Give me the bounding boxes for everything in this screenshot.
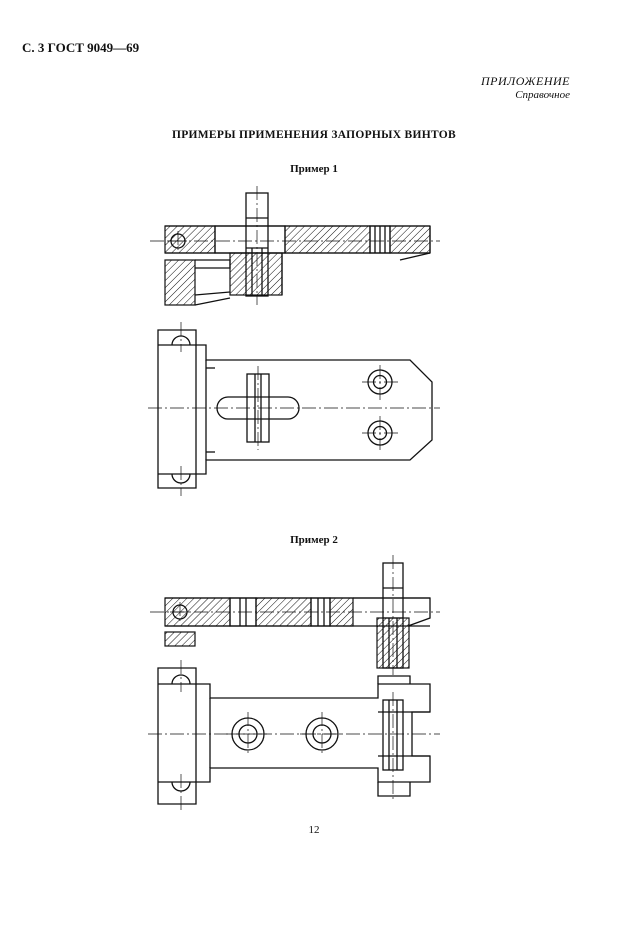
page-number: 12 (308, 824, 320, 836)
example-2-plan-view (148, 660, 440, 812)
page-title: ПРИМЕРЫ ПРИМЕНЕНИЯ ЗАПОРНЫХ ВИНТОВ (171, 129, 457, 141)
appendix-kind: Справочное (515, 89, 570, 101)
appendix-label: ПРИЛОЖЕНИЕ (481, 74, 570, 88)
example-2-section-view (150, 555, 440, 675)
example-1-plan-view (148, 322, 440, 496)
appendix-block: ПРИЛОЖЕНИЕ Справочное (481, 74, 570, 102)
example-2-label: Пример 2 (290, 534, 338, 546)
example-1-label: Пример 1 (290, 163, 338, 175)
document-reference: С. 3 ГОСТ 9049—69 (22, 40, 140, 55)
example-1-section-view (150, 186, 440, 306)
